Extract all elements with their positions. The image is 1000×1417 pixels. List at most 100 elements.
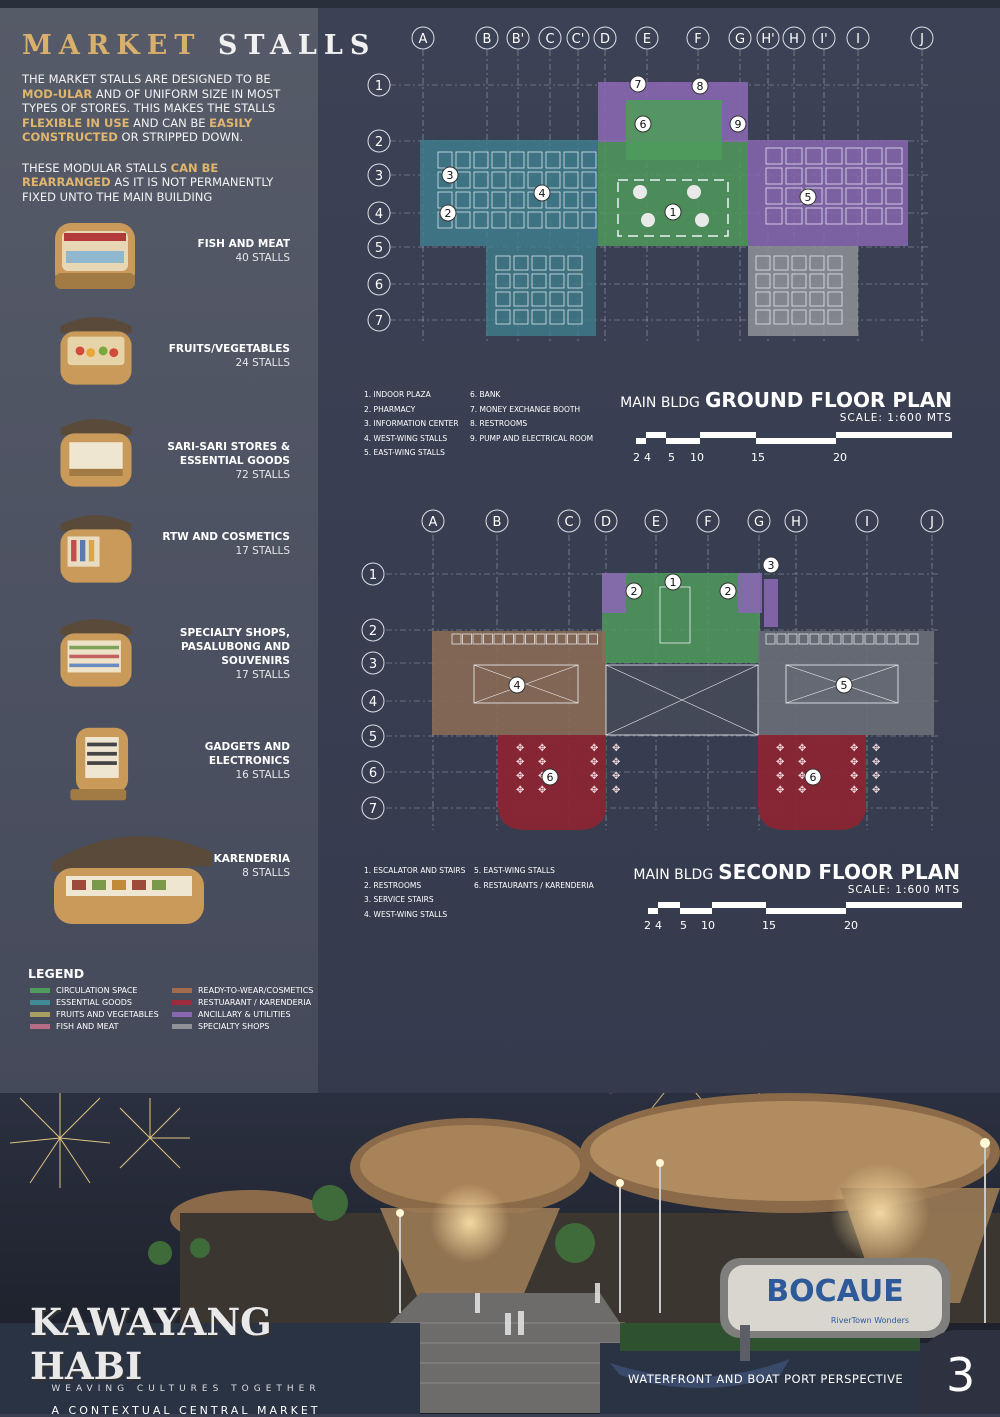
- scale-label: 10: [701, 919, 715, 932]
- legend-label: RESTUARANT / KARENDERIA: [198, 998, 312, 1007]
- grid-col-label: B': [512, 32, 525, 47]
- table-symbol: ✥: [850, 785, 858, 796]
- grid-bubble: [411, 26, 435, 50]
- plan-tag: [762, 556, 780, 574]
- grid-bubble: [782, 26, 806, 50]
- stall-name: GADGETS AND ELECTRONICS: [204, 741, 290, 767]
- note: 2. RESTROOMS: [364, 880, 422, 890]
- stall-cell: [785, 207, 803, 225]
- stall-cell: [825, 147, 843, 165]
- stall-cell: [773, 273, 789, 289]
- legend-item: CIRCULATION SPACE: [30, 986, 137, 995]
- legend-label: READY-TO-WEAR/COSMETICS: [198, 986, 314, 995]
- legend-swatch: [172, 988, 192, 993]
- table-symbol: ✥: [612, 743, 620, 754]
- table-symbol: ✥: [872, 771, 880, 782]
- stall-count: 40 STALLS: [235, 252, 290, 264]
- grid-row-label: 2: [375, 135, 383, 150]
- stall-name: SARI-SARI STORES & ESSENTIAL GOODS: [167, 441, 290, 467]
- stall-cell: [785, 167, 803, 185]
- grid-bubble: [361, 689, 385, 713]
- intro-p1-hl2: FLEXIBLE IN USE: [22, 115, 130, 130]
- zone-restroom-east: [738, 573, 762, 613]
- logo-subtitle: WEAVING CULTURES TOGETHER: [51, 1384, 321, 1394]
- stall-cell: [577, 633, 588, 645]
- intro-paragraph-1: THE MARKET STALLS ARE DESIGNED TO BE MOD…: [22, 72, 307, 145]
- grid-bubble: [367, 163, 391, 187]
- stall-cell: [473, 151, 489, 169]
- table-symbol: ✥: [538, 743, 546, 754]
- grid-bubble: [367, 201, 391, 225]
- stall-cell: [491, 191, 507, 209]
- stall-cell: [845, 187, 863, 205]
- grid-row-label: 3: [375, 169, 383, 184]
- second-floor-notes-2: 5. EAST-WING STALLS 6. RESTAURANTS / KAR…: [474, 864, 594, 893]
- grid-col-label: J: [929, 515, 934, 530]
- table-symbol: ✥: [850, 743, 858, 754]
- note: 6. RESTAURANTS / KARENDERIA: [474, 880, 594, 890]
- note: 5. EAST-WING STALLS: [364, 448, 445, 458]
- stall-cell: [875, 633, 886, 645]
- plan-tag-label: 6: [810, 771, 817, 784]
- stall-cell: [765, 207, 783, 225]
- table-symbol: ✥: [516, 757, 524, 768]
- stall-cell: [513, 291, 529, 307]
- stall-cell: [563, 211, 579, 229]
- fish-meat-stall-image: [55, 223, 135, 289]
- logo-title: KAWAYANG HABI: [30, 1300, 272, 1388]
- plan-title-prefix: MAIN BLDG: [633, 867, 714, 883]
- plaza-outline: [617, 179, 729, 237]
- intro-p1-hl1: MOD-ULAR: [22, 86, 93, 101]
- karenderia-stall-image: [52, 836, 212, 924]
- stall-text: SPECIALTY SHOPS, PASALUBONG AND SOUVENIR…: [140, 626, 290, 682]
- grid-bubble: [361, 651, 385, 675]
- intro-p2-hl: CAN BE REARRANGED: [22, 160, 219, 190]
- grid-row-label: 4: [369, 695, 377, 710]
- grid-col-label: J: [919, 32, 924, 47]
- table-symbol: ✥: [850, 771, 858, 782]
- stall-cell: [791, 309, 807, 325]
- stall-cell: [563, 151, 579, 169]
- stall-cell: [588, 633, 598, 645]
- stall-cell: [755, 309, 771, 325]
- stall-cell: [513, 255, 529, 271]
- grid-bubble: [593, 26, 617, 50]
- fruits-stall-image: [60, 317, 132, 385]
- stall-cell: [472, 633, 483, 645]
- grid-col-label: G: [754, 515, 764, 530]
- plan-title-main: GROUND FLOOR PLAN: [704, 388, 952, 412]
- stall-cell: [531, 309, 547, 325]
- plan-tag-label: 4: [539, 187, 546, 200]
- void-cross: [473, 664, 579, 704]
- stall-cell: [546, 633, 556, 645]
- plan-tag-label: 8: [697, 80, 704, 93]
- stall-cell: [825, 187, 843, 205]
- ground-floor-notes-1: 1. INDOOR PLAZA 2. PHARMACY 3. INFORMATI…: [364, 388, 459, 461]
- stall-cell: [527, 171, 543, 189]
- grid-bubble: [812, 26, 836, 50]
- stall-cell: [885, 147, 903, 165]
- stall-name: RTW AND COSMETICS: [162, 531, 290, 543]
- stall-cell: [509, 171, 525, 189]
- grid-row-label: 3: [369, 657, 377, 672]
- stall-cell: [864, 633, 875, 645]
- grid-row-label: 1: [369, 568, 377, 583]
- plan-tag: [804, 768, 822, 786]
- table-symbol: ✥: [538, 757, 546, 768]
- stall-cell: [809, 255, 825, 271]
- stall-count: 17 STALLS: [235, 669, 290, 681]
- zone-west-wing: [420, 140, 598, 246]
- plan-tag-label: 5: [841, 679, 848, 692]
- stall-name: FRUITS/VEGETABLES: [168, 343, 290, 355]
- grid-col-label: E: [643, 32, 651, 47]
- grid-row-label: 6: [369, 766, 377, 781]
- table-symbol: ✥: [798, 743, 806, 754]
- grid-bubble: [506, 26, 530, 50]
- scale-label: 5: [668, 451, 675, 464]
- grid-col-label: I': [820, 32, 827, 47]
- plan-tag-label: 3: [447, 169, 454, 182]
- plaza-planter: [641, 213, 655, 227]
- grid-row-label: 6: [375, 278, 383, 293]
